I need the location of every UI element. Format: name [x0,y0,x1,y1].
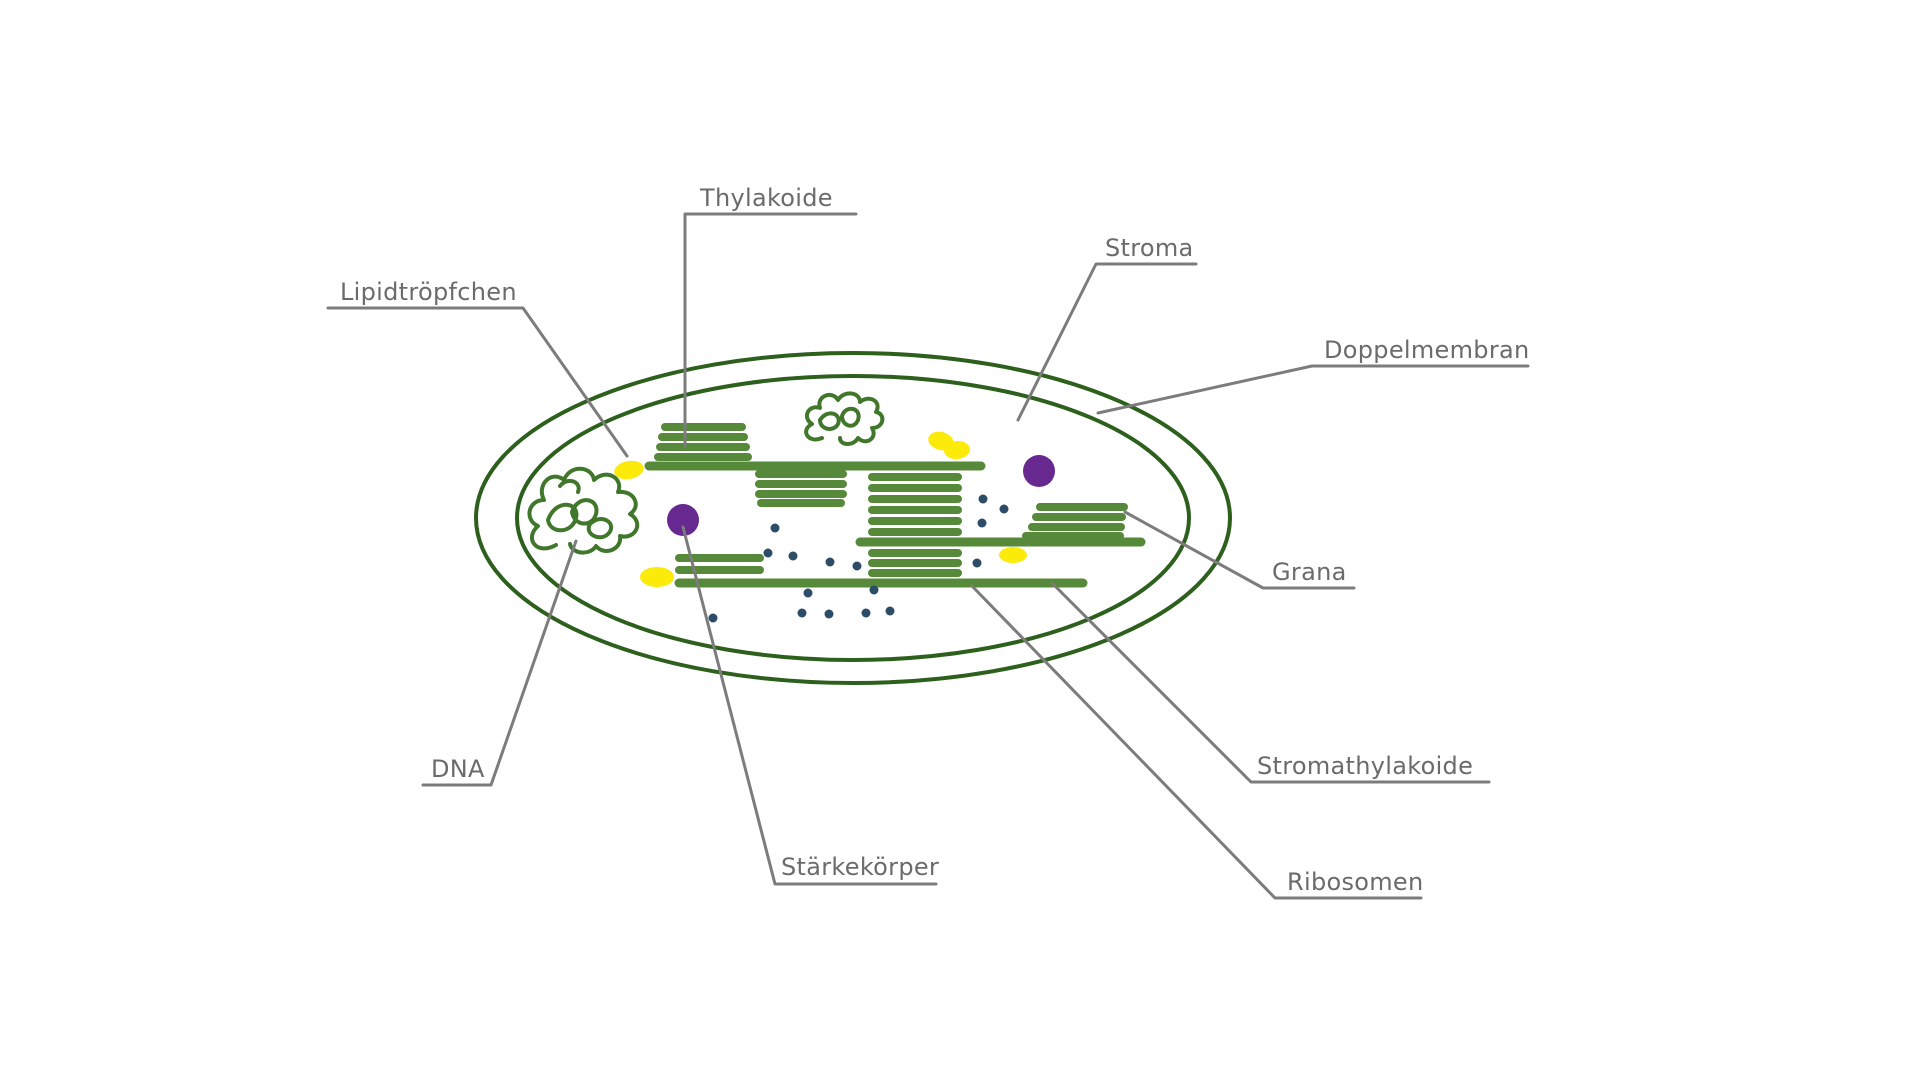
inner-membrane [515,374,1191,662]
leader-grana [1123,510,1356,590]
ribosome-dot [825,557,835,567]
starch-body-right [1023,455,1055,487]
label-lipidtroepfchen: Lipidtröpfchen [340,278,517,306]
label-stromathylakoide: Stromathylakoide [1257,752,1473,780]
leader-lipidtroepfchen [326,306,629,458]
label-grana: Grana [1272,558,1347,586]
label-staerkekoerper: Stärkekörper [781,853,939,881]
ribosome-dot [869,585,879,595]
leader-staerkekoerper [681,525,938,886]
double-membrane [474,351,1232,685]
dna-scribble-left [527,466,640,555]
ribosome-dot [978,494,988,504]
leader-ribosomen [970,584,1423,900]
granum-mid-upper [755,470,847,507]
ribosome-dot [852,561,862,571]
lipid-droplet-bottom-right [999,547,1027,563]
label-thylakoide: Thylakoide [699,184,833,212]
leader-stroma [1016,262,1198,422]
ribosome-dot [803,588,813,598]
lipid-droplet-top-right-b [944,440,970,460]
lipid-droplet-left [614,460,644,480]
leader-dna [421,539,578,787]
dna-scribble-top [804,391,885,446]
ribosome-dot [797,608,807,618]
ribosome-dot [977,518,987,528]
granum-right [1022,503,1128,540]
label-stroma: Stroma [1105,234,1194,262]
granum-top-left [654,423,752,461]
granum-central-lower [868,549,962,577]
ribosome-dot [770,523,780,533]
leader-thylakoide [683,212,858,449]
label-ribosomen: Ribosomen [1287,868,1424,896]
ribosome-dot [885,606,895,616]
thylakoid-structures [644,423,1146,588]
ribosome-dot [788,551,798,561]
ribosome-dot [708,613,718,623]
leader-stromathylakoide [1051,582,1491,784]
ribosome-dot [972,558,982,568]
lipid-droplets [614,431,1027,587]
dna-scribbles [527,391,885,555]
ribosome-dot [824,609,834,619]
outer-membrane [474,351,1232,685]
lipid-droplet-bottom-left [640,567,674,587]
granum-central-upper [868,473,962,536]
ribosome-dot [999,504,1009,514]
leader-doppelmembran [1096,364,1530,415]
label-dna: DNA [431,755,485,783]
ribosome-dot [861,608,871,618]
ribosome-dots [708,494,1009,623]
starch-bodies [667,455,1055,536]
leader-lines [326,212,1530,900]
starch-body-left [667,504,699,536]
label-doppelmembran: Doppelmembran [1324,336,1530,364]
ribosome-dot [763,548,773,558]
